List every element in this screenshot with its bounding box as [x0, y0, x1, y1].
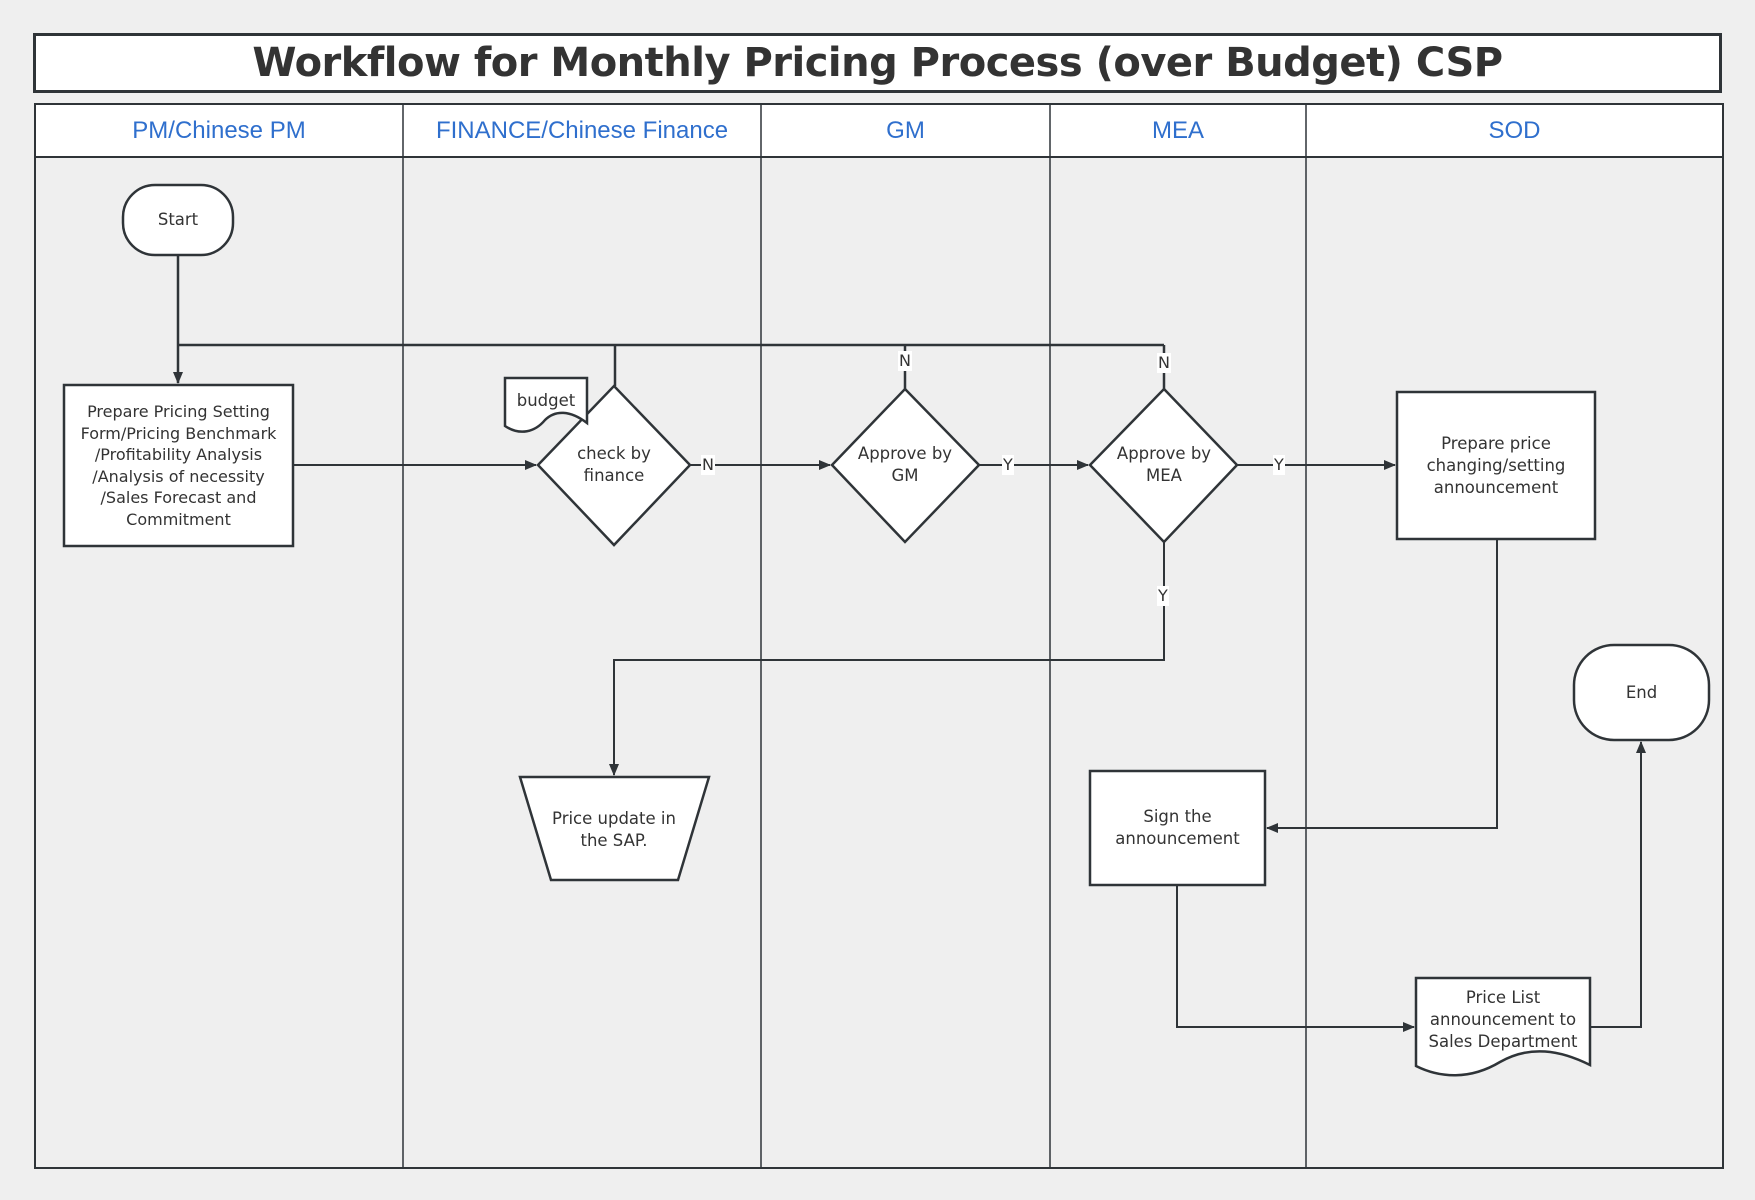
lane-header-pm: PM/Chinese PM: [132, 116, 306, 144]
lane-header-sod: SOD: [1488, 116, 1541, 144]
approve-gm-label: Approve by GM: [857, 444, 953, 485]
edge-label-mea-sap-yes: Y: [1157, 586, 1169, 606]
end-terminator[interactable]: [1572, 643, 1711, 742]
lane-header-finance: FINANCE/Chinese Finance: [435, 116, 729, 144]
edge-label-gm-yes: Y: [1002, 455, 1014, 475]
approve-mea-label: Approve by MEA: [1116, 444, 1212, 485]
swimlane-frame: [34, 103, 1724, 1169]
start-label: Start: [157, 210, 199, 229]
budget-label: budget: [516, 391, 576, 410]
prepare-pricing-label: Prepare Pricing Setting Form/Pricing Ben…: [80, 402, 277, 529]
price-update-sap-label: Price update in the SAP.: [552, 809, 676, 850]
budget-document[interactable]: [503, 376, 589, 433]
approve-mea-decision[interactable]: [1088, 387, 1239, 544]
price-list-document[interactable]: [1414, 976, 1592, 1077]
prepare-announcement-process[interactable]: [1395, 390, 1597, 541]
connector-mea-to-sap: [609, 542, 1165, 776]
prepare-announcement-label: Prepare price changing/setting announcem…: [1426, 433, 1566, 497]
price-update-sap-manual[interactable]: [518, 775, 711, 882]
edge-label-mea-no: N: [1157, 353, 1171, 373]
edge-label-gm-no: N: [898, 351, 912, 371]
sign-announcement-process[interactable]: [1088, 769, 1267, 887]
diagram-title: Workflow for Monthly Pricing Process (ov…: [252, 40, 1503, 86]
sign-announcement-label: Sign the announcement: [1115, 807, 1240, 848]
connector-sod-to-sign: [1266, 539, 1498, 833]
prepare-pricing-process[interactable]: [62, 383, 295, 548]
edge-label-finance-no: N: [701, 455, 715, 475]
start-terminator[interactable]: [121, 183, 235, 257]
end-label: End: [1625, 682, 1658, 702]
price-list-label: Price List announcement to Sales Departm…: [1428, 988, 1578, 1051]
diagram-title-box: Workflow for Monthly Pricing Process (ov…: [33, 33, 1722, 93]
check-finance-label: check by finance: [577, 444, 651, 485]
connector-sign-to-pricelist: [1176, 885, 1415, 1032]
connector-pricelist-to-end: [1590, 741, 1646, 1028]
edge-label-mea-yes: Y: [1273, 455, 1285, 475]
lane-header-mea: MEA: [1151, 116, 1204, 144]
check-finance-decision[interactable]: [536, 384, 692, 547]
lane-header-gm: GM: [886, 116, 925, 144]
approve-gm-decision[interactable]: [830, 387, 981, 544]
